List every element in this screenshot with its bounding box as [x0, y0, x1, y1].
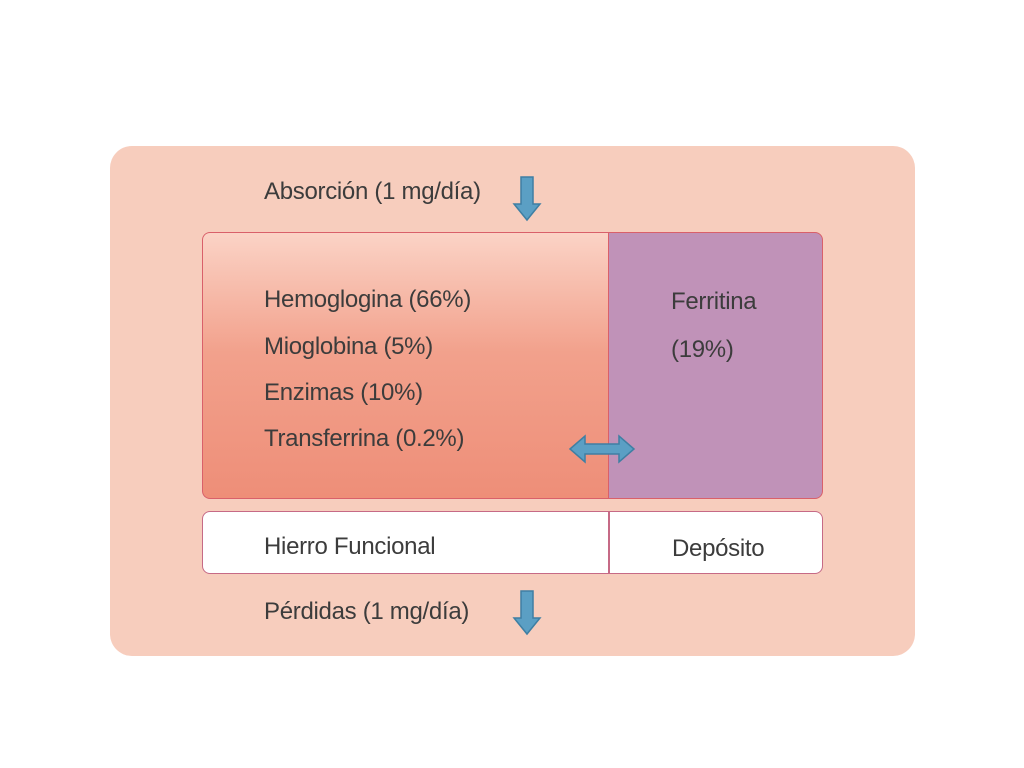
absorption-label: Absorción (1 mg/día): [264, 178, 481, 205]
functional-iron-box: [202, 232, 608, 499]
storage-caption: Depósito: [672, 535, 765, 562]
storage-percent: (19%): [671, 336, 734, 363]
storage-name: Ferritina: [671, 288, 757, 315]
functional-item-enzymes: Enzimas (10%): [264, 379, 423, 406]
functional-item-transferrin: Transferrina (0.2%): [264, 425, 465, 452]
losses-label: Pérdidas (1 mg/día): [264, 598, 470, 625]
storage-iron-box: [608, 232, 823, 499]
functional-item-hemoglobin: Hemoglogina (66%): [264, 286, 472, 313]
losses-down-arrow-icon: [512, 590, 542, 636]
functional-iron-caption: Hierro Funcional: [264, 533, 436, 560]
category-label-bar: [202, 511, 823, 574]
functional-item-myoglobin: Mioglobina (5%): [264, 333, 433, 360]
absorption-down-arrow-icon: [512, 176, 542, 222]
label-bar-divider: [608, 512, 610, 573]
exchange-double-arrow-icon: [568, 434, 636, 464]
